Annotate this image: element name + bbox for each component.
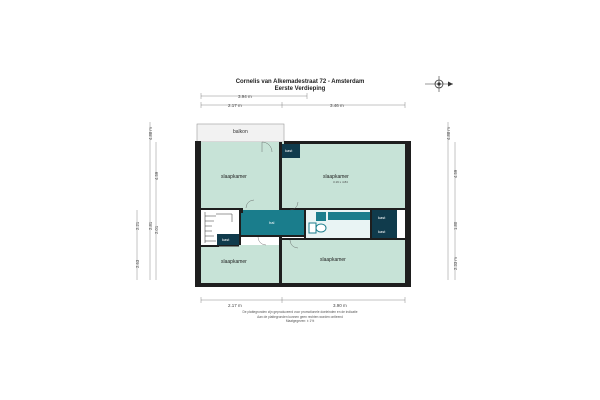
- disclaimer-line-3: Maatgegeven: ± 1%: [285, 319, 315, 323]
- dim-left-5: 2.01: [154, 225, 159, 234]
- door-swings: [245, 141, 299, 249]
- closet-right-2-label: kast: [378, 229, 386, 234]
- balcony-label: balkon: [233, 129, 248, 135]
- bedroom-top-left: [201, 142, 281, 210]
- disclaimer-line-2: Aan de plattegronden kunnen geen rechten…: [257, 314, 343, 319]
- top-dimension-lines: [200, 93, 406, 108]
- plan-subtitle: Eerste Verdieping: [274, 86, 326, 92]
- closet-right-2: [372, 225, 397, 238]
- bottom-dimension-lines: [200, 297, 406, 303]
- dim-right-2: 4.59: [453, 169, 458, 178]
- closet-left: [217, 234, 239, 245]
- bedroom-bottom-left: [201, 245, 281, 285]
- dim-left-1: 4.88 m: [148, 127, 153, 140]
- hall: [241, 210, 306, 235]
- closet-top: [282, 144, 300, 158]
- dim-right-4: 2.33 m: [453, 257, 458, 270]
- left-dimension-lines: [136, 122, 157, 280]
- bedroom-top-left-label: slaapkamer: [221, 174, 247, 180]
- walls: [195, 141, 411, 287]
- plan-title: Cornelis van Alkemadestraat 72 - Amsterd…: [235, 79, 365, 85]
- closet-left-label: kast: [222, 237, 230, 242]
- bedroom-bottom-left-label: slaapkamer: [221, 259, 247, 265]
- sink: [316, 212, 326, 221]
- dim-bottom-left: 2.17 m: [228, 303, 242, 308]
- compass-icon: [425, 76, 453, 92]
- right-dimension-lines: [447, 122, 456, 280]
- left-dimension-labels: 4.88 m 4.59 2.21 2.81 2.01 2.63: [135, 127, 159, 268]
- shower: [328, 212, 370, 220]
- dim-left-3: 2.21: [135, 221, 140, 230]
- closet-right-1: [372, 210, 397, 225]
- closet-top-label: kast: [285, 148, 293, 153]
- dim-left-4: 2.81: [148, 221, 153, 230]
- disclaimer-line-1: De plattegronden zijn geproduceerd voor …: [242, 310, 358, 314]
- dim-top-left: 2.17 m: [228, 103, 242, 108]
- right-dimension-labels: 4.88 m 4.59 1.80 2.33 m: [446, 127, 458, 270]
- dim-top-right: 3.46 m: [330, 103, 344, 108]
- hall-label: hal: [269, 220, 274, 225]
- bedroom-top-right-label: slaapkamer: [323, 174, 349, 180]
- dim-bottom-right: 3.90 m: [333, 303, 347, 308]
- bedroom-top-right-size: 3.19 x 4.84: [333, 180, 348, 184]
- dim-right-3: 1.80: [453, 221, 458, 230]
- bedroom-bottom-right: [282, 240, 405, 285]
- closet-right-1-label: kast: [378, 215, 386, 220]
- dim-top-total: 3.94 m: [238, 94, 252, 99]
- dim-left-6: 2.63: [135, 259, 140, 268]
- dim-left-2: 4.59: [154, 171, 159, 180]
- bedroom-bottom-right-label: slaapkamer: [320, 257, 346, 263]
- dim-right-1: 4.88 m: [446, 127, 451, 140]
- toilet-icon: [308, 222, 327, 234]
- bedroom-top-right: [282, 142, 405, 210]
